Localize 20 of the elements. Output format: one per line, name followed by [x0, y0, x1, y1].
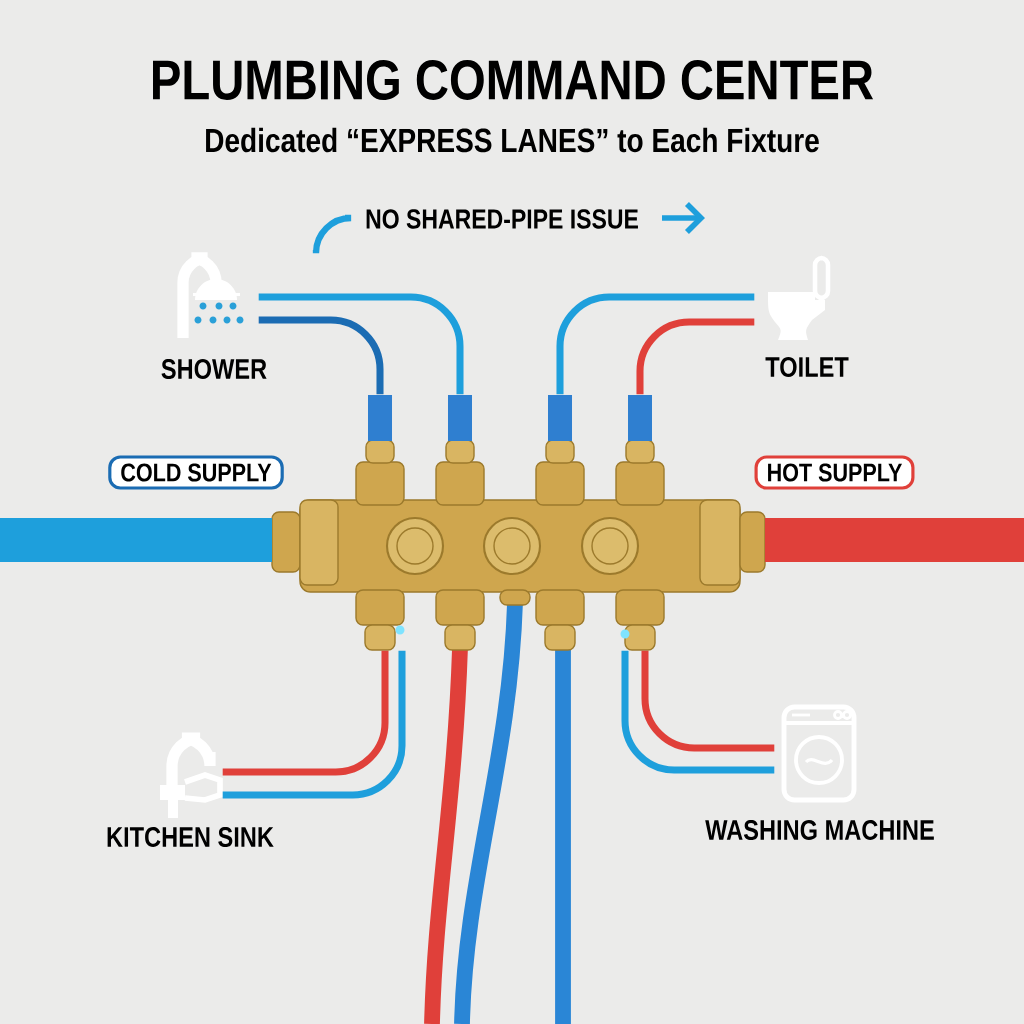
pipe-line: [636, 318, 755, 395]
fixture-label: SHOWER: [161, 359, 267, 379]
supply-pipe: [765, 518, 1024, 562]
pipe-line: [222, 650, 406, 799]
title: PLUMBING COMMAND CENTER: [153, 60, 874, 100]
subtitle: Dedicated “EXPRESS LANES” to Each Fixture: [206, 127, 819, 153]
pipe-line: [556, 293, 755, 395]
fixture-label: WASHING MACHINE: [705, 820, 934, 840]
pipe-line: [222, 650, 389, 776]
fixture-label: KITCHEN SINK: [107, 827, 274, 847]
supply-pipe: [0, 518, 272, 562]
pipe-line: [258, 316, 384, 395]
pipe-line: [258, 293, 464, 395]
pipe-line: [621, 650, 775, 774]
note-label: NO SHARED-PIPE ISSUE: [366, 209, 638, 229]
pipe-line: [641, 650, 775, 752]
label-box: HOT SUPPLY: [754, 455, 915, 490]
manifold-drawing: [271, 395, 766, 651]
label-box: COLD SUPPLY: [108, 455, 284, 490]
fixture-label: TOILET: [765, 357, 849, 377]
